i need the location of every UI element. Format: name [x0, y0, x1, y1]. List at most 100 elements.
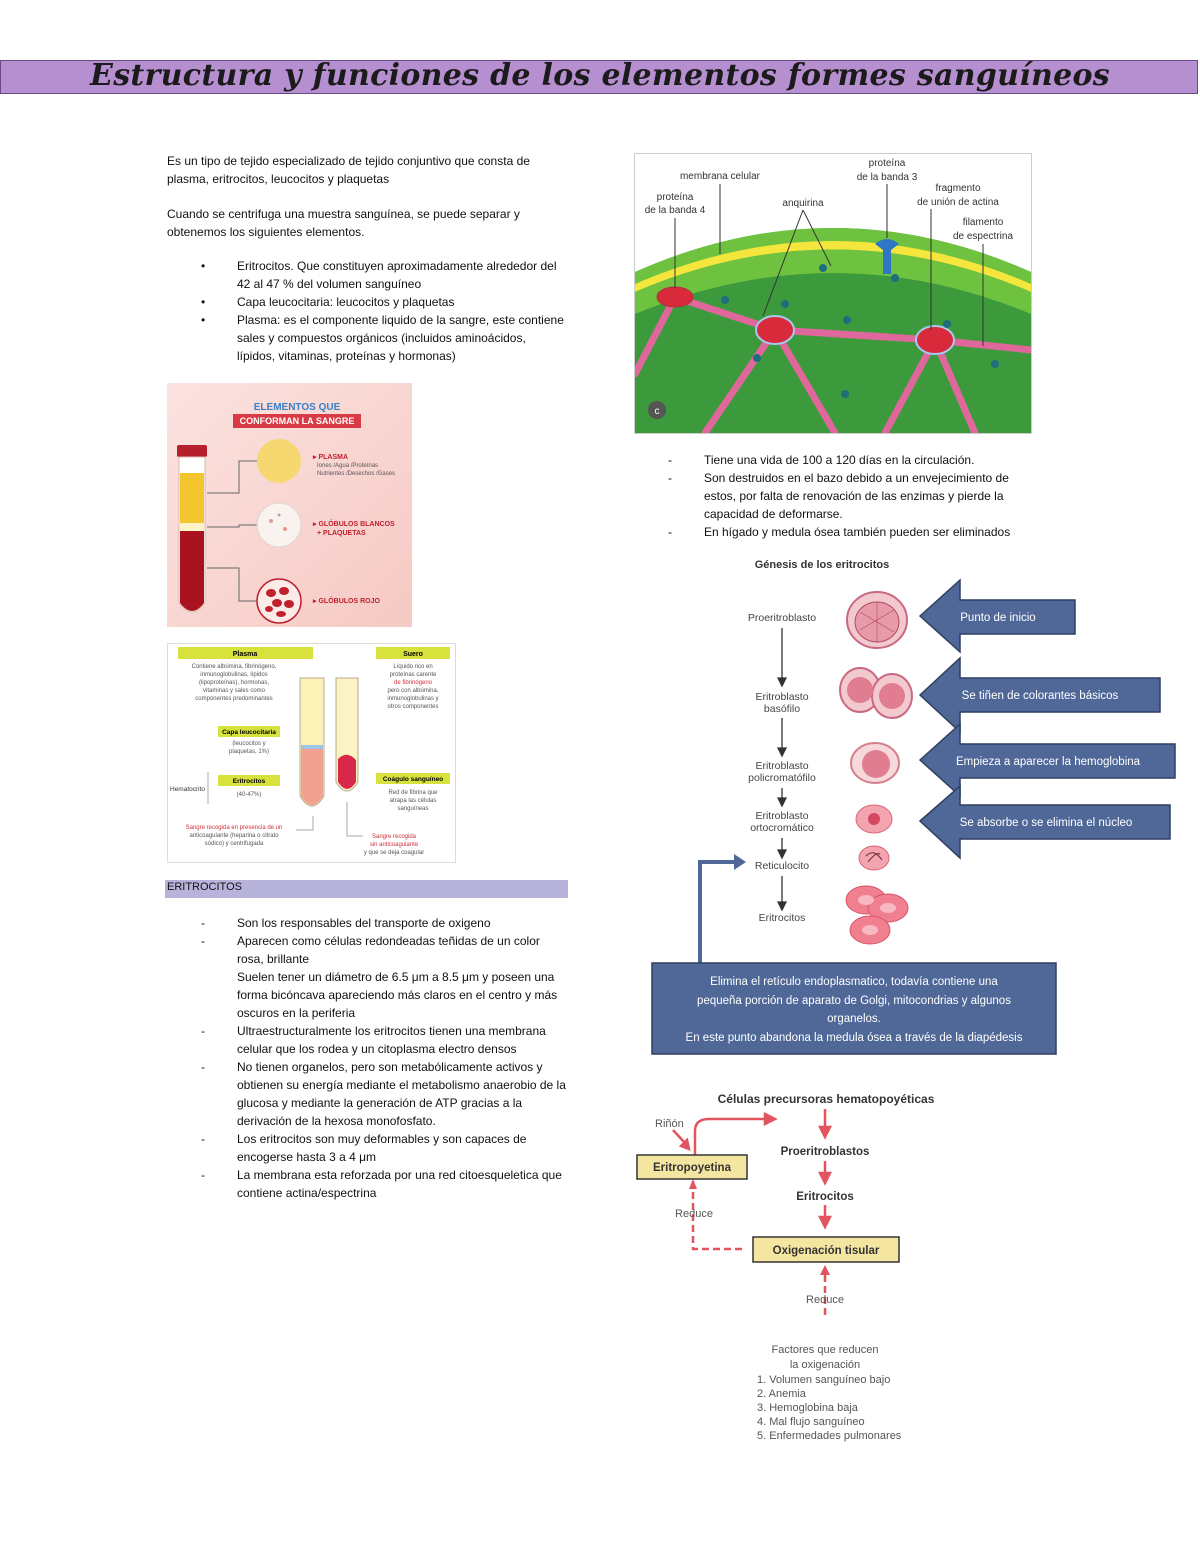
epo-title: Células precursoras hematopoyéticas: [718, 1092, 935, 1106]
note-colorantes: Se tiñen de colorantes básicos: [962, 690, 1119, 702]
eritrocitos-list: -Son los responsables del transporte de …: [167, 914, 567, 1202]
blood-elements-figure: ELEMENTOS QUE CONFORMAN LA SANGRE ▸ PLAS…: [167, 383, 412, 627]
intro-paragraph-2: Cuando se centrifuga una muestra sanguín…: [167, 207, 520, 239]
erythrocytes-label: Eritrocitos: [796, 1191, 854, 1203]
band4-label-2: de la banda 4: [645, 205, 706, 216]
list-item: •Eritrocitos. Que constituyen aproximada…: [201, 259, 557, 291]
stage-proeritroblasto: Proeritroblasto: [748, 612, 816, 624]
reticulo-line-1: Elimina el retículo endoplasmatico, toda…: [710, 976, 998, 988]
list-item: -Tiene una vida de 100 a 120 días en la …: [668, 453, 975, 467]
title-bar: [0, 60, 1198, 94]
stage-ortocromatico: ortocromático: [750, 822, 814, 834]
white-cells-label: GLÓBULOS BLANCOS: [318, 519, 395, 528]
note-punto-inicio: Punto de inicio: [960, 612, 1035, 624]
list-item: -En hígado y medula ósea también pueden …: [668, 525, 1011, 539]
plasma-heading: Plasma: [233, 651, 258, 658]
actin-label-2: de unión de actina: [917, 197, 999, 208]
factor-3: 3. Hemoglobina baja: [757, 1402, 859, 1414]
svg-text:vitaminas y sales como: vitaminas y sales como: [203, 688, 266, 694]
svg-text:pero con albúmina,: pero con albúmina,: [387, 688, 438, 694]
svg-text:sódico) y centrifugada: sódico) y centrifugada: [205, 841, 264, 847]
svg-text:Sangre recogida: Sangre recogida: [372, 834, 417, 840]
lifespan-list: -Tiene una vida de 100 a 120 días en la …: [634, 451, 1034, 541]
serum-heading: Suero: [403, 651, 423, 658]
centrifuge-tubes-figure: Plasma Contiene albúmina, fibrinógeno, i…: [167, 643, 456, 863]
erythrocytes-heading: Eritrocitos: [233, 778, 266, 785]
svg-text:y que se deja coagular: y que se deja coagular: [364, 850, 424, 856]
page-title: Estructura y funciones de los elementos …: [90, 58, 1110, 93]
actin-label-1: fragmento: [935, 183, 980, 194]
figure-header-2: CONFORMAN LA SANGRE: [240, 416, 355, 426]
section-heading-eritrocitos: ERITROCITOS: [167, 881, 242, 893]
factor-1: 1. Volumen sanguíneo bajo: [757, 1374, 890, 1386]
svg-text:atrapa las células: atrapa las células: [390, 798, 437, 804]
oxygenation-box: Oxigenación tisular: [773, 1245, 880, 1257]
hematocrit-label: Hematocrito: [170, 786, 205, 793]
svg-text:Red de fibrina que: Red de fibrina que: [388, 790, 438, 796]
note-hemoglobina: Empieza a aparecer la hemoglobina: [956, 756, 1141, 768]
genesis-title: Génesis de los eritrocitos: [755, 559, 890, 571]
erythropoietin-figure: Células precursoras hematopoyéticas Riñó…: [625, 1085, 955, 1455]
stage-eritrocitos: Eritrocitos: [759, 912, 806, 924]
buffy-coat-heading: Capa leucocitaria: [222, 729, 276, 736]
factor-2: 2. Anemia: [757, 1388, 807, 1400]
svg-text:plaquetas, 1%): plaquetas, 1%): [229, 749, 269, 755]
membrane-label: membrana celular: [680, 171, 761, 182]
figure-header-1: ELEMENTOS QUE: [254, 402, 341, 413]
platelets-label: + PLAQUETAS: [317, 530, 366, 537]
list-item: -No tienen organelos, pero son metabólic…: [201, 1060, 566, 1128]
svg-text:de fibrinógeno: de fibrinógeno: [394, 680, 433, 686]
band3-label-1: proteína: [869, 158, 906, 169]
red-cells-label: GLÓBULOS ROJO: [318, 596, 380, 605]
svg-text:Factores que reducen: Factores que reducen: [771, 1344, 878, 1356]
stage-reticulocito: Reticulocito: [755, 860, 809, 872]
svg-text:Líquido rico en: Líquido rico en: [393, 664, 432, 670]
intro-paragraph-1: Es un tipo de tejido especializado de te…: [167, 154, 530, 186]
list-item: •Plasma: es el componente liquido de la …: [201, 313, 564, 363]
stage-basofilo: basófilo: [764, 703, 800, 715]
svg-text:Eritroblasto: Eritroblasto: [755, 760, 808, 772]
svg-text:Sangre recogida en presencia d: Sangre recogida en presencia de un: [186, 825, 283, 831]
svg-text:proteínas carente: proteínas carente: [390, 672, 437, 678]
stage-policromatofilo: policromatófilo: [748, 772, 816, 784]
ankyrin-label: anquirina: [782, 198, 824, 209]
components-list: •Eritrocitos. Que constituyen aproximada…: [167, 257, 567, 365]
svg-text:otros componentes: otros componentes: [387, 704, 438, 710]
erythropoiesis-figure: Génesis de los eritrocitos Proeritroblas…: [630, 550, 1190, 1060]
reduce-label-1: Reduce: [675, 1208, 713, 1220]
svg-text:anticoagulante (heparina o cit: anticoagulante (heparina o citrato: [189, 833, 279, 839]
list-item: -Los eritrocitos son muy deformables y s…: [201, 1132, 527, 1164]
factor-4: 4. Mal flujo sanguíneo: [757, 1416, 865, 1428]
plasma-label: PLASMA: [318, 454, 348, 461]
svg-text:componentes predominantes: componentes predominantes: [195, 696, 272, 702]
svg-text:inmunoglobulinas y: inmunoglobulinas y: [387, 696, 438, 702]
svg-text:(lipoproteínas), hormonas,: (lipoproteínas), hormonas,: [199, 680, 269, 686]
reticulo-line-4: En este punto abandona la medula ósea a …: [686, 1032, 1023, 1044]
svg-text:Eritroblasto: Eritroblasto: [755, 810, 808, 822]
note-nucleo: Se absorbe o se elimina el núcleo: [960, 817, 1133, 829]
clot-heading: Coágulo sanguíneo: [383, 776, 443, 783]
section-bar-eritrocitos: [165, 880, 568, 898]
list-item: •Capa leucocitaria: leucocitos y plaquet…: [201, 295, 455, 309]
list-item: -Son los responsables del transporte de …: [201, 916, 491, 930]
reticulo-line-2: pequeña porción de aparato de Golgi, mit…: [697, 995, 1011, 1007]
spectrin-label-2: de espectrina: [953, 231, 1013, 242]
factor-5: 5. Enfermedades pulmonares: [757, 1430, 902, 1442]
reticulo-line-3: organelos.: [827, 1013, 881, 1025]
plasma-sublabel-2: Nutrientes /Desechos /Gases: [317, 471, 395, 477]
proerythroblasts-label: Proeritroblastos: [781, 1146, 870, 1158]
svg-text:▸ GLÓBULOS BLANCOS: ▸ GLÓBULOS BLANCOS: [312, 519, 395, 528]
svg-text:▸ GLÓBULOS ROJO: ▸ GLÓBULOS ROJO: [312, 596, 380, 605]
svg-text:sin anticoagulante: sin anticoagulante: [370, 842, 419, 848]
svg-text:la oxigenación: la oxigenación: [790, 1359, 860, 1371]
plasma-sublabel-1: Iones /Agua /Proteínas: [317, 463, 378, 469]
list-item: -La membrana esta reforzada por una red …: [201, 1168, 562, 1200]
svg-text:Eritroblasto: Eritroblasto: [755, 691, 808, 703]
band3-label-2: de la banda 3: [857, 172, 918, 183]
erythropoietin-box: Eritropoyetina: [653, 1162, 732, 1174]
svg-text:sanguíneas: sanguíneas: [397, 806, 428, 812]
spectrin-label-1: filamento: [963, 217, 1004, 228]
figure-corner-label: c: [655, 406, 660, 417]
list-item: -Son destruidos en el bazo debido a un e…: [668, 471, 1009, 521]
band4-label-1: proteína: [657, 192, 694, 203]
